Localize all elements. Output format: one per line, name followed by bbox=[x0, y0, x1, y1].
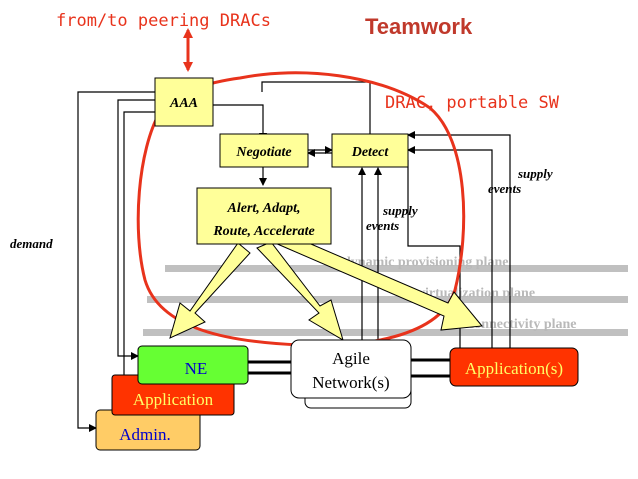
application-left-box: Application bbox=[111, 374, 235, 416]
supply-events-mid-supply: supply bbox=[382, 203, 418, 218]
virtualization-plane-bar bbox=[147, 296, 628, 303]
connectivity-plane-bar bbox=[143, 329, 628, 336]
data-links bbox=[248, 358, 450, 378]
aaa-box: AAA bbox=[154, 77, 214, 127]
planes: dynamic provisioning plane virtualizatio… bbox=[143, 255, 628, 336]
supply-events-right-supply: supply bbox=[517, 166, 553, 181]
supply-events-right-events: events bbox=[488, 181, 521, 196]
ne-label: NE bbox=[185, 359, 208, 378]
alert-box: Alert, Adapt, Route, Accelerate bbox=[196, 187, 332, 245]
peering-label: from/to peering DRACs bbox=[56, 11, 271, 31]
detect-label: Detect bbox=[351, 145, 390, 160]
application-left-label: Application bbox=[133, 390, 214, 409]
teamwork-title: Teamwork bbox=[365, 14, 473, 39]
dynamic-plane-label: dynamic provisioning plane bbox=[343, 255, 508, 270]
virtualization-plane-label: virtualization plane bbox=[418, 286, 535, 301]
admin-label: Admin. bbox=[119, 425, 170, 444]
ne-box: NE bbox=[137, 345, 249, 385]
application-right-box: Application(s) bbox=[449, 347, 579, 387]
aaa-label: AAA bbox=[169, 96, 198, 111]
adapt-arrows bbox=[169, 231, 483, 342]
negotiate-label: Negotiate bbox=[235, 145, 291, 160]
supply-events-mid-events: events bbox=[366, 218, 399, 233]
arrow-to-agile bbox=[256, 241, 344, 342]
connectors bbox=[77, 81, 511, 432]
alert-label-line2: Route, Accelerate bbox=[212, 224, 314, 239]
agile-label-line2: Network(s) bbox=[312, 373, 389, 392]
negotiate-box: Negotiate bbox=[219, 133, 309, 168]
detect-box: Detect bbox=[331, 133, 409, 168]
demand-label: demand bbox=[10, 236, 53, 251]
alert-label-line1: Alert, Adapt, bbox=[227, 201, 301, 216]
dynamic-plane-bar bbox=[165, 265, 628, 272]
arrow-to-ne bbox=[169, 242, 251, 339]
admin-box: Admin. bbox=[95, 409, 201, 451]
application-right-label: Application(s) bbox=[465, 359, 563, 378]
agile-label-line1: Agile bbox=[332, 349, 370, 368]
connectivity-plane-label: connectivity plane bbox=[468, 317, 577, 332]
agile-network-box: Agile Network(s) bbox=[290, 339, 412, 409]
